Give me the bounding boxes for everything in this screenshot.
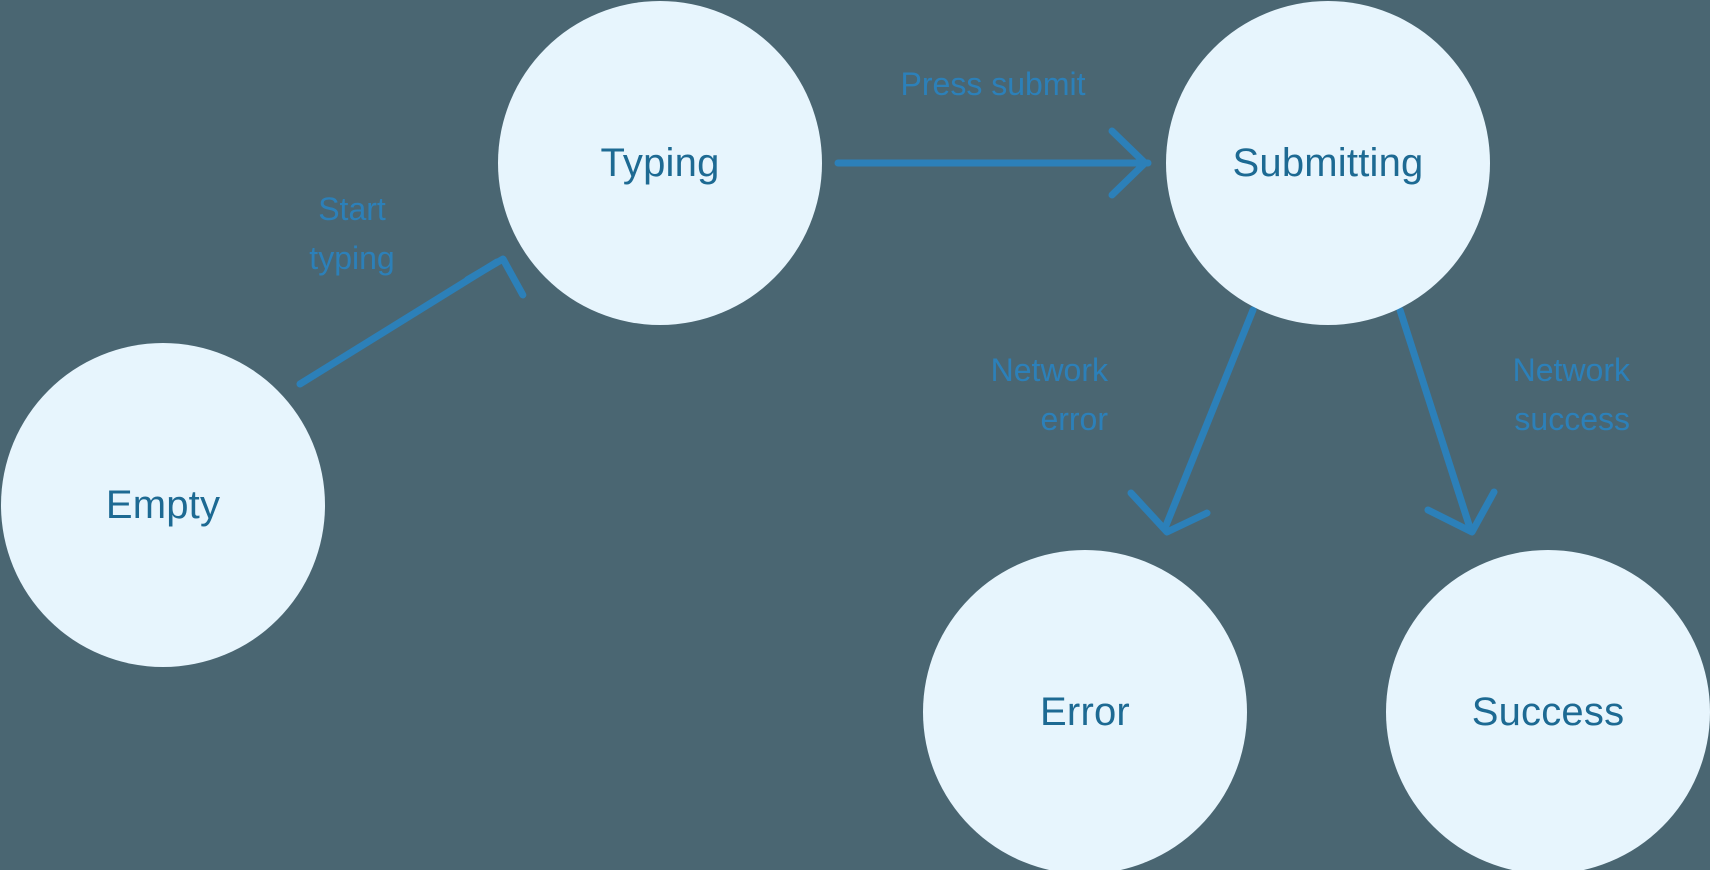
edge-label-network-error: Network error (990, 352, 1108, 437)
state-node-success-label: Success (1471, 689, 1625, 734)
edge-submitting-to-success (1396, 306, 1498, 536)
edge-typing-to-submitting (834, 127, 1152, 199)
state-node-empty[interactable]: Empty (1, 343, 325, 667)
state-node-submitting-label: Submitting (1232, 140, 1424, 185)
edge-label-press-submit: Press submit (900, 66, 1086, 102)
state-node-error[interactable]: Error (923, 550, 1247, 870)
state-node-error-label: Error (1040, 689, 1130, 734)
edge-label-network-success: Network success (1512, 352, 1630, 437)
state-node-typing-label: Typing (600, 140, 720, 185)
edge-submitting-to-error (1127, 306, 1257, 536)
edge-empty-to-typing (296, 255, 527, 388)
state-node-empty-label: Empty (105, 482, 221, 527)
state-node-submitting[interactable]: Submitting (1166, 1, 1490, 325)
edge-label-start-typing: Start typing (309, 191, 395, 276)
state-node-typing[interactable]: Typing (498, 1, 822, 325)
state-node-success[interactable]: Success (1386, 550, 1710, 870)
